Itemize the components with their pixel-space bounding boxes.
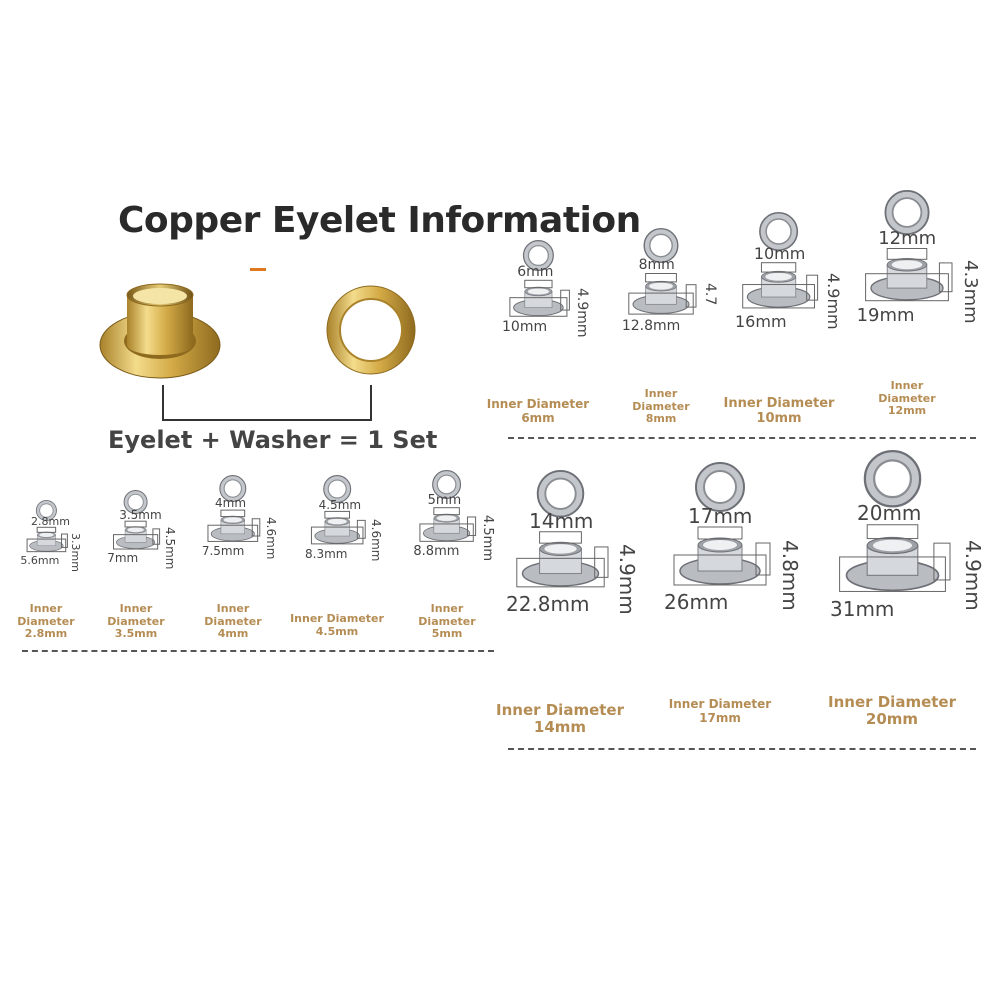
inner-diameter-label: 3.5mm	[119, 507, 162, 522]
caption-line: 2.8mm	[24, 627, 68, 641]
caption-line: Inner	[890, 379, 924, 392]
steel-eyelet-icon	[515, 470, 608, 588]
outer-diameter-label: 22.8mm	[506, 591, 590, 616]
outer-diameter-label: 12.8mm	[621, 317, 681, 334]
caption-line: Diameter	[107, 614, 165, 628]
height-label: 4.6mm	[264, 517, 278, 560]
caption-line: 14mm	[533, 718, 587, 737]
caption-line: 4mm	[217, 627, 249, 641]
caption-line: Inner Diameter	[828, 693, 956, 711]
inner-diameter-label: 10mm	[753, 244, 806, 264]
steel-eyelet-icon	[113, 489, 161, 550]
height-label: 4.9mm	[614, 544, 639, 615]
page-title: Copper Eyelet Information	[118, 200, 641, 241]
height-label: 4.3mm	[959, 260, 981, 324]
steel-eyelet-icon	[419, 469, 477, 542]
caption-line: Inner Diameter	[723, 396, 835, 411]
divider-left	[22, 650, 494, 652]
steel-eyelet-icon	[742, 212, 819, 309]
outer-diameter-label: 7mm	[107, 551, 139, 566]
caption-line: Inner	[29, 602, 63, 615]
height-label: 4.8mm	[778, 540, 802, 611]
steel-eyelet-icon	[628, 228, 697, 315]
caption-line: Inner	[216, 602, 250, 615]
outer-diameter-label: 8.3mm	[305, 546, 348, 561]
inner-diameter-label: 5mm	[427, 492, 462, 508]
steel-eyelet-icon	[310, 475, 366, 545]
height-label: 4.9mm	[824, 272, 844, 330]
height-label: 4.7	[702, 282, 719, 305]
caption-line: 5mm	[431, 627, 463, 641]
caption-line: Diameter	[632, 399, 690, 413]
outer-diameter-label: 31mm	[830, 597, 895, 622]
inner-diameter-label: 4.5mm	[318, 497, 362, 512]
caption-line: Diameter	[17, 614, 75, 628]
caption-line: 8mm	[645, 412, 677, 426]
set-bracket	[162, 385, 372, 421]
brass-washer-icon	[326, 285, 416, 375]
steel-eyelet-icon	[508, 239, 570, 317]
outer-diameter-label: 5.6mm	[20, 553, 60, 567]
steel-eyelet-icon	[865, 189, 953, 302]
outer-diameter-label: 16mm	[735, 311, 787, 331]
steel-eyelet-icon	[207, 474, 261, 542]
caption-line: 12mm	[887, 404, 927, 418]
height-label: 4.6mm	[369, 518, 384, 562]
caption-line: 6mm	[521, 410, 555, 425]
caption-line: Inner Diameter	[290, 612, 384, 625]
inner-diameter-label: 20mm	[857, 501, 922, 526]
set-label: Eyelet + Washer = 1 Set	[108, 426, 438, 454]
outer-diameter-label: 8.8mm	[413, 544, 460, 560]
caption-line: 17mm	[699, 710, 741, 725]
brass-eyelet-washer-illustration	[99, 283, 416, 379]
caption-line: 3.5mm	[114, 627, 158, 641]
accent-dash	[250, 268, 266, 271]
caption-line: Diameter	[878, 391, 936, 405]
caption-line: Inner Diameter	[486, 397, 590, 411]
caption-line: Inner	[644, 387, 678, 400]
height-label: 4.9mm	[960, 539, 985, 611]
outer-diameter-label: 10mm	[502, 319, 548, 336]
height-label: 4.9mm	[573, 288, 590, 338]
steel-eyelet-icon	[26, 500, 68, 553]
caption-line: Inner	[119, 602, 153, 615]
height-label: 3.3mm	[69, 532, 82, 572]
steel-eyelet-icon	[673, 462, 771, 586]
caption-line: Diameter	[418, 614, 476, 628]
caption-line: 4.5mm	[315, 624, 359, 638]
divider-bottom-right	[508, 748, 976, 750]
inner-diameter-label: 14mm	[529, 508, 594, 533]
inner-diameter-label: 4mm	[215, 496, 247, 511]
inner-diameter-label: 2.8mm	[31, 515, 70, 529]
outer-diameter-label: 19mm	[856, 305, 915, 327]
caption-line: 10mm	[756, 410, 802, 426]
caption-line: 20mm	[865, 710, 919, 729]
divider-top-right	[508, 437, 976, 439]
caption-line: Inner Diameter	[668, 697, 772, 711]
inner-diameter-label: 12mm	[878, 227, 937, 249]
caption-line: Inner	[430, 602, 464, 615]
outer-diameter-label: 7.5mm	[201, 544, 245, 559]
inner-diameter-label: 6mm	[517, 264, 554, 281]
height-label: 4.5mm	[162, 527, 177, 570]
inner-diameter-label: 8mm	[638, 257, 675, 274]
outer-diameter-label: 26mm	[664, 590, 729, 614]
caption-line: Diameter	[204, 614, 262, 628]
brass-eyelet-icon	[99, 283, 221, 379]
inner-diameter-label: 17mm	[688, 504, 753, 528]
steel-eyelet-icon	[838, 449, 951, 592]
caption-line: Inner Diameter	[496, 701, 624, 719]
